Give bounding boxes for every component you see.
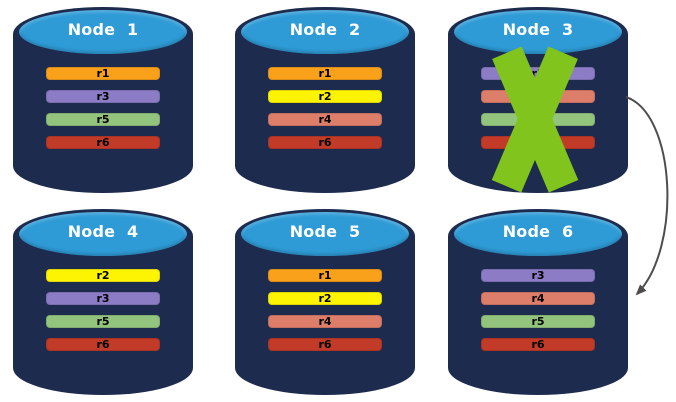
replica-bar: r3 [46,292,160,305]
node-5-cylinder: Node 5 r1 r2 r4 r6 [235,209,415,395]
replica-bar: r5 [481,315,595,328]
replica-bar: r4 [268,315,382,328]
node-6-top-rim [448,209,628,263]
replica-bar: r5 [481,113,595,126]
node-1-cylinder: Node 1 r1 r3 r5 r6 [13,7,193,193]
node-title: Node 5 [289,222,361,241]
node-title: Node 3 [502,20,574,39]
node-4-top-rim [13,209,193,263]
node-title: Node 6 [502,222,574,241]
replica-bar: r6 [481,338,595,351]
replica-bar: r2 [268,90,382,103]
node-3-replicas: r3 r4 r5 r6 [481,67,595,149]
replica-bar: r2 [46,269,160,282]
replica-bar: r3 [46,90,160,103]
node-2-top-rim [235,7,415,61]
node-title: Node 2 [289,20,361,39]
replica-bar: r4 [268,113,382,126]
node-2-replicas: r1 r2 r4 r6 [268,67,382,149]
replica-bar: r1 [268,67,382,80]
replica-bar: r6 [46,338,160,351]
node-2-cylinder: Node 2 r1 r2 r4 r6 [235,7,415,193]
replica-bar: r4 [481,292,595,305]
replica-bar: r1 [268,269,382,282]
node-1-top-rim [13,7,193,61]
replica-bar: r6 [268,338,382,351]
replica-bar: r5 [46,315,160,328]
node-2-top-ellipse [241,10,409,54]
node-4-cylinder: Node 4 r2 r3 r5 r6 [13,209,193,395]
replica-bar: r1 [46,67,160,80]
replica-bar: r6 [268,136,382,149]
node-6-cylinder: Node 6 r3 r4 r5 r6 [448,209,628,395]
replica-bar: r3 [481,67,595,80]
node-title: Node 4 [67,222,139,241]
node-1-top-ellipse [19,10,187,54]
node-title: Node 1 [67,20,139,39]
replica-bar: r6 [46,136,160,149]
node-1-replicas: r1 r3 r5 r6 [46,67,160,149]
replica-bar: r6 [481,136,595,149]
node-5-top-rim [235,209,415,263]
node-4-top-ellipse [19,212,187,256]
replica-bar: r2 [268,292,382,305]
node-5-top-ellipse [241,212,409,256]
node-3-cylinder: Node 3 r3 r4 r5 r6 [448,7,628,193]
node-4-replicas: r2 r3 r5 r6 [46,269,160,351]
node-6-replicas: r3 r4 r5 r6 [481,269,595,351]
replica-bar: r5 [46,113,160,126]
replica-bar: r3 [481,269,595,282]
replica-bar: r4 [481,90,595,103]
node-5-replicas: r1 r2 r4 r6 [268,269,382,351]
node-6-top-ellipse [454,212,622,256]
